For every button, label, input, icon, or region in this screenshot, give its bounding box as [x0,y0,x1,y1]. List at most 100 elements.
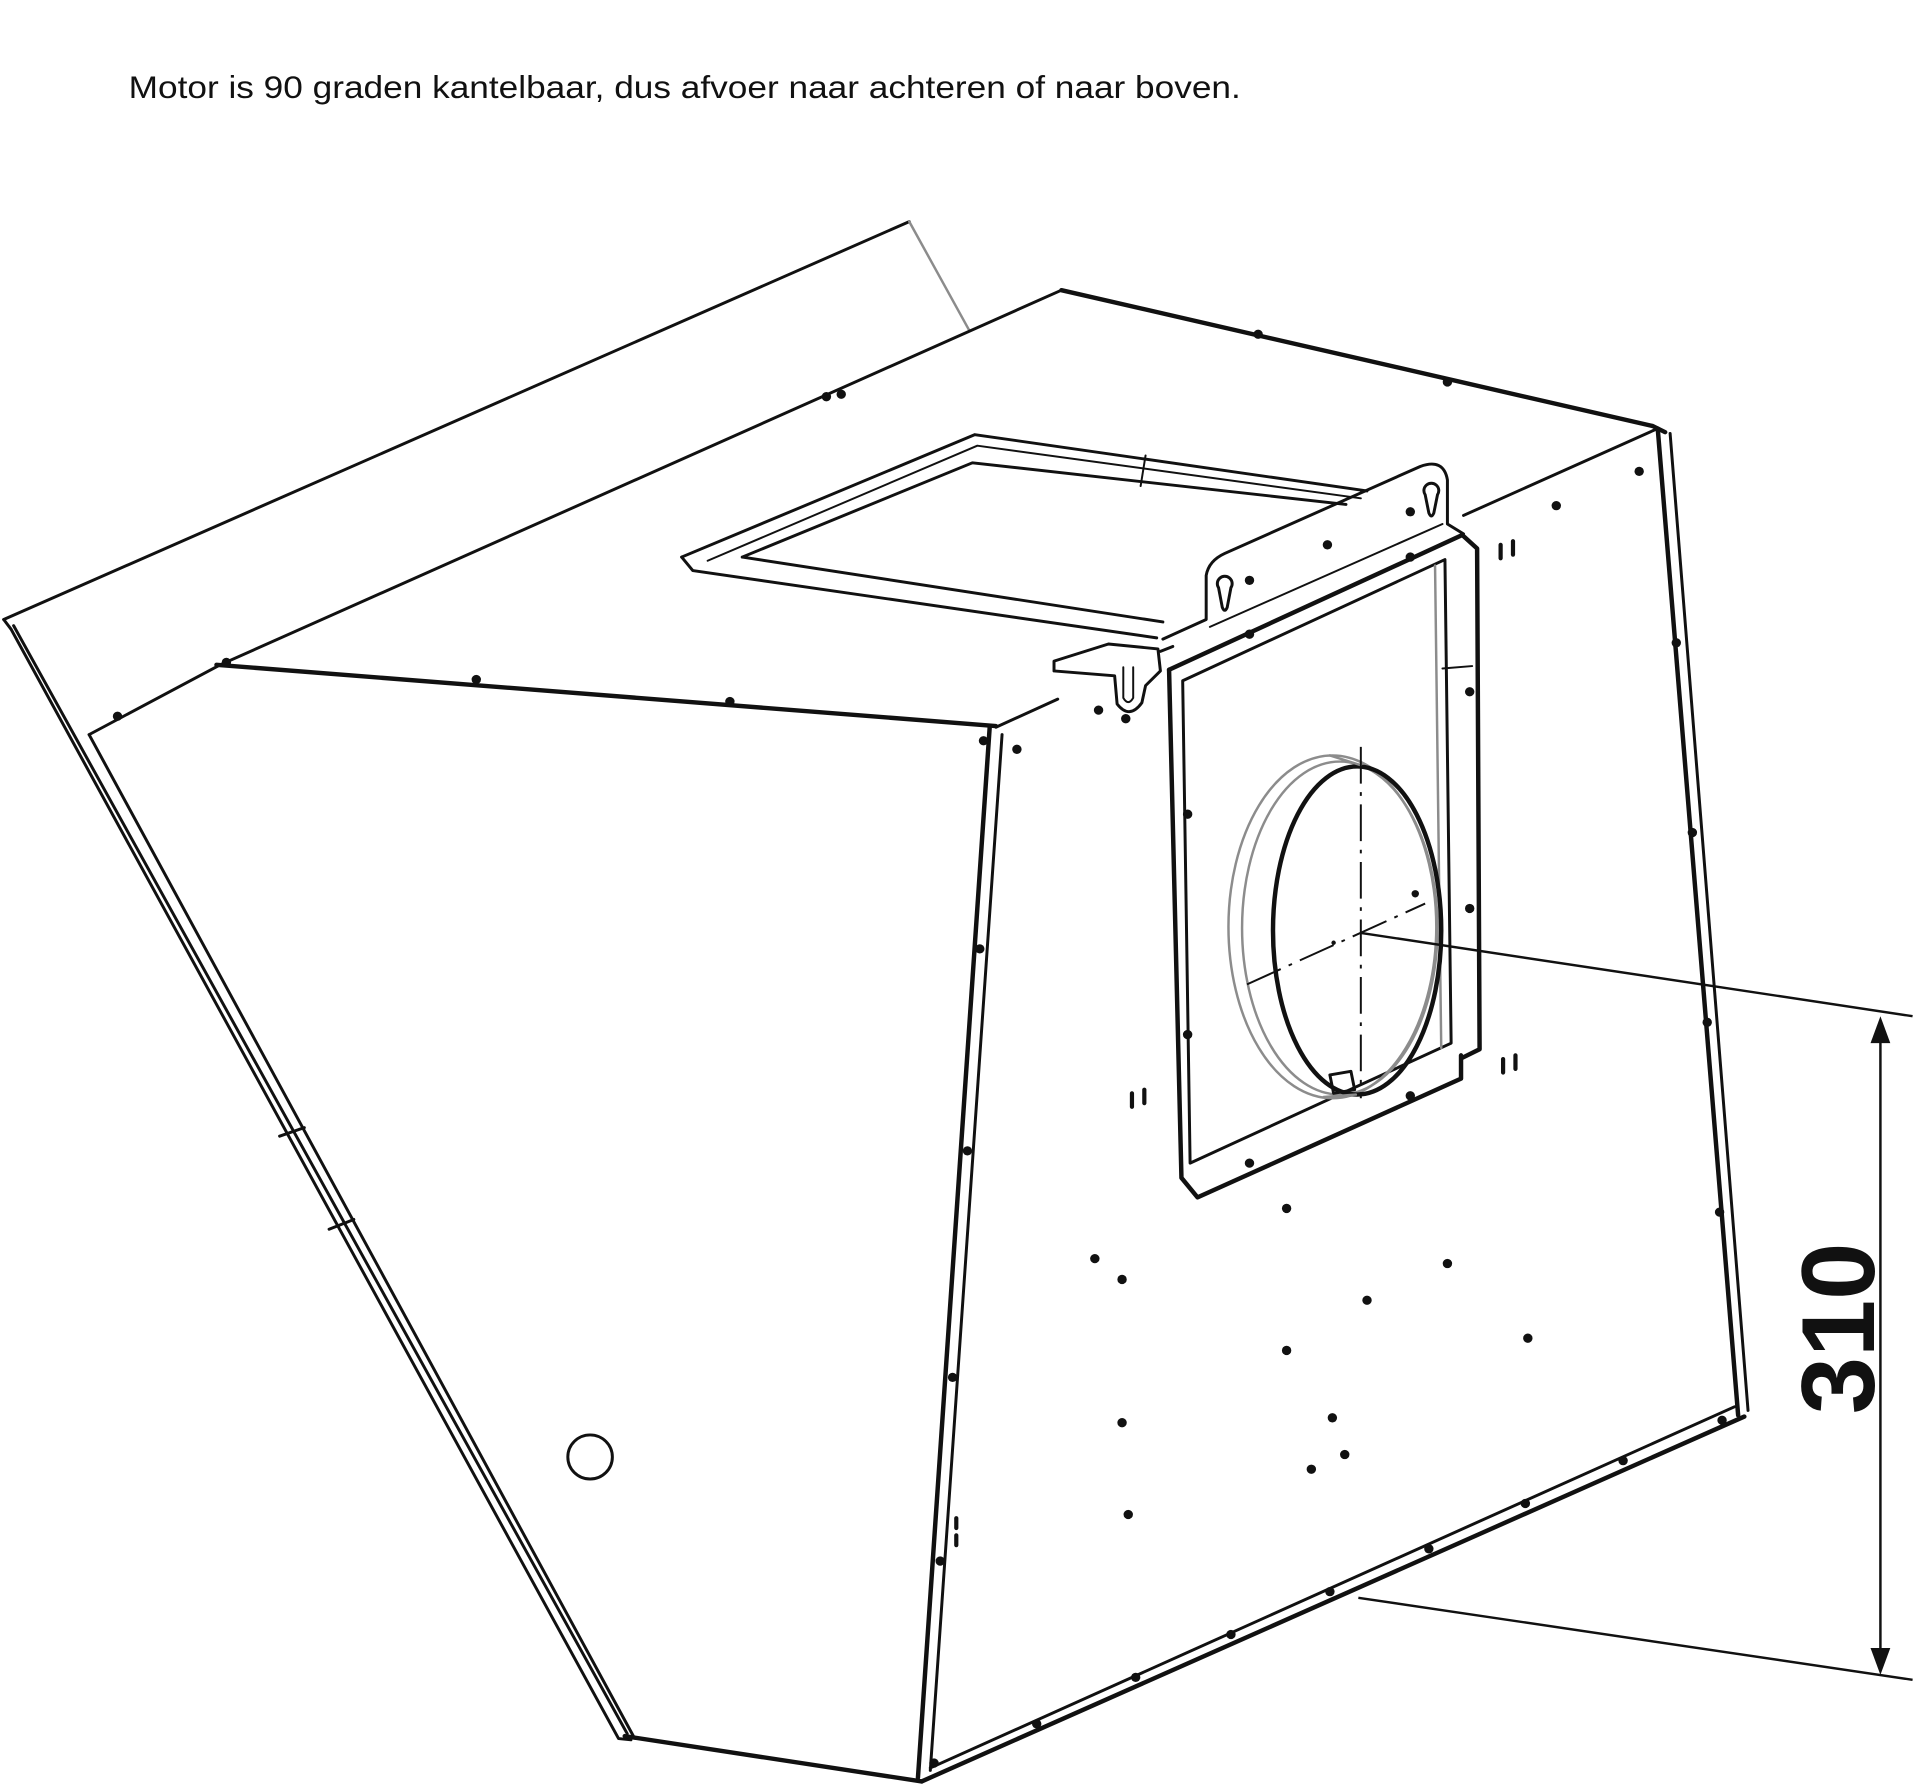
screw-hole [1464,903,1475,914]
screw-hole [112,711,123,721]
screw-hole [1714,1207,1725,1217]
screw-hole [1327,1413,1338,1423]
screw-hole [221,657,232,668]
left-face-left-edge [87,733,635,1738]
hood-body [87,287,1750,1784]
screw-hole [1442,1258,1453,1269]
caption-text: Motor is 90 graden kantelbaar, dus afvoe… [129,70,1241,105]
screw-hole [1340,1449,1350,1460]
screw-hole [947,1372,958,1383]
motor-plate-outer [1166,532,1482,1061]
screw-hole [935,1556,945,1566]
screw-hole [1182,809,1193,819]
screw-hole [1306,1464,1317,1474]
front-face-right-edge-inner [1668,431,1750,1412]
screw-hole [1182,1029,1193,1040]
screw-hole [1281,1203,1292,1214]
screw-hole [1325,1587,1335,1597]
dimension-arrow-bottom [1870,1647,1891,1675]
duct-clamp [1328,1069,1357,1095]
keyhole-slot [1422,481,1441,518]
screw-hole [725,696,735,707]
screw-hole [1012,744,1022,754]
dimension-label: 310 [1780,1243,1897,1415]
top-opening-tick [1139,454,1147,488]
screw-hole [1117,1274,1127,1285]
screw-hole [962,1146,973,1156]
front-face-bottom-edge [919,1414,1747,1784]
left-face-top-edge [214,662,999,729]
duct-collar-bottom-edge [1322,1093,1358,1099]
glass-panel-outer-edge [2,618,633,1742]
glass-panel-inner-edge [12,624,629,1736]
front-face-left-edge [915,725,992,1780]
screw-hole [975,944,985,954]
motor-plate [1161,462,1482,1200]
duct-clamp-screw [1411,890,1419,898]
screw-hole [1253,329,1263,339]
glass-panel-top-edge [2,220,911,621]
screw-hole [1520,1498,1531,1509]
keyhole-slot [1215,574,1234,612]
top-flange-lower [680,555,1159,640]
front-face-top-ridge [994,697,1060,729]
control-knob-circle [566,1433,614,1481]
screw-hole [1405,1091,1416,1101]
screw-hole [1551,501,1561,511]
screw-hole [1687,827,1698,838]
duct-collar [1227,746,1444,1100]
screw-hole [1226,1629,1236,1640]
screw-hole [1090,1253,1100,1264]
front-face-bottom-edge-inner [928,1405,1736,1770]
motor-plate-mark [1441,665,1474,670]
screw-hole [1702,1017,1712,1027]
duct-center-point [1331,940,1336,945]
screw-hole [1281,1345,1292,1356]
screw-hole [978,736,989,746]
screw-hole [1634,466,1644,477]
screw-hole [821,392,832,402]
screw-hole [1117,1418,1127,1428]
screw-hole [1244,629,1255,639]
mounting-tab-slot [1122,666,1135,704]
screw-hole [1442,377,1453,387]
screw-hole [1424,1544,1434,1554]
left-face-short-edge [87,663,222,737]
dimension-arrow-top [1870,1016,1891,1044]
top-face-back-edge [1059,287,1668,435]
top-flange-outer [680,433,1369,559]
motor-plate-outer [1166,667,1464,1200]
screw-hole [1362,1295,1372,1305]
screw-hole [1032,1719,1042,1729]
screw-hole [1093,705,1104,715]
mounting-tab [1052,642,1162,714]
screw-hole [1130,1672,1141,1683]
duct-collar-top-edge [1328,754,1363,767]
front-face-top-ridge [1158,644,1175,653]
screw-holes [112,329,1727,1768]
left-face-bottom-edge [622,1733,924,1784]
top-face-left-edge [218,288,1063,667]
dimension-extension-lower [1358,1596,1913,1682]
screw-hole [1322,540,1333,550]
dimension-extension-upper [1360,931,1913,1018]
screw-hole [1121,714,1131,724]
motor-bracket-fold [1208,523,1444,628]
screw-hole [836,389,846,399]
top-flange-inner [706,444,1362,562]
screw-hole [1405,507,1416,517]
duct-collar-opening [1270,764,1444,1097]
screw-hole [929,1758,939,1768]
front-face-left-edge-inner [928,733,1004,1772]
front-face-right-edge [1655,426,1741,1418]
screw-hole [1244,1158,1255,1168]
glass-panel-tick [278,1126,306,1138]
chimney-edge-line [908,220,970,331]
screw-hole [1405,552,1416,562]
screw-hole [1123,1509,1133,1520]
screw-hole [1464,687,1475,697]
screw-hole [1244,575,1255,585]
duct-collar-outer-rim [1227,754,1438,1100]
front-face-top-ridge [1462,427,1660,517]
